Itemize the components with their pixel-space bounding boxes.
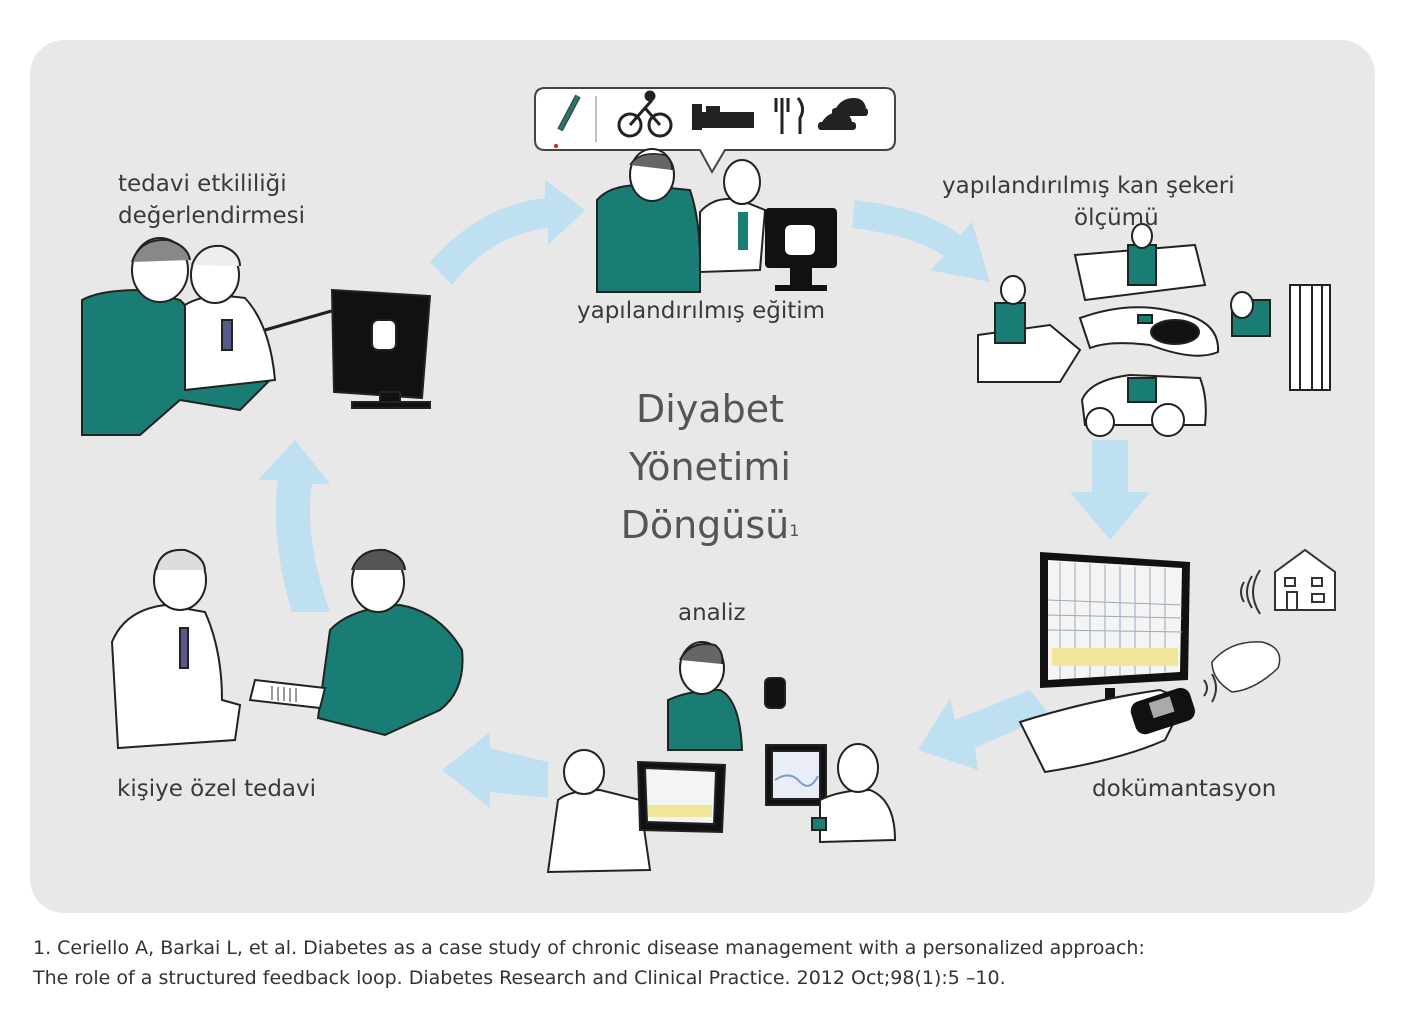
reference-line-2: The role of a structured feedback loop. … — [33, 967, 1006, 989]
arrow-documentation-to-analysis — [918, 690, 1050, 770]
bed-icon — [692, 104, 754, 130]
label-documentation: dokümantasyon — [1092, 776, 1277, 802]
pen-icon — [554, 94, 581, 148]
arrow-measurement-to-documentation — [1070, 440, 1150, 540]
reference-line-1: 1. Ceriello A, Barkai L, et al. Diabetes… — [33, 937, 1145, 959]
cars-icon — [818, 98, 868, 130]
documentation-illustration — [1018, 548, 1336, 774]
analysis-illustration — [546, 641, 897, 874]
title-line-1: Diyabet — [636, 387, 784, 431]
education-illustration — [596, 148, 837, 293]
cutlery-icon — [774, 97, 805, 134]
arrow-education-to-measurement — [852, 200, 990, 282]
title-line-3-text: Döngüsü — [620, 503, 790, 547]
measurement-illustration — [977, 223, 1331, 437]
title-line-2: Yönetimi — [629, 445, 791, 489]
label-measurement-line-2: ölçümü — [1074, 205, 1159, 231]
evaluation-illustration — [81, 237, 432, 436]
bicycle-icon — [617, 90, 673, 138]
label-measurement-line-1: yapılandırılmış kan şekeri — [942, 173, 1235, 199]
title-line-3: Döngüsü1 — [560, 496, 860, 554]
label-analysis: analiz — [678, 600, 746, 626]
education-icons-bubble — [534, 87, 896, 175]
treatment-illustration — [110, 548, 464, 750]
house-icon — [1274, 548, 1336, 611]
arrow-treatment-to-evaluation — [258, 440, 330, 612]
label-evaluation-line-2: değerlendirmesi — [118, 203, 306, 229]
label-evaluation-line-1: tedavi etkililiği — [118, 171, 287, 197]
label-personalized-treatment: kişiye özel tedavi — [117, 776, 317, 802]
reference-note: 1. Ceriello A, Barkai L, et al. Diabetes… — [33, 933, 1145, 993]
diagram-title: Diyabet Yönetimi Döngüsü1 — [560, 380, 860, 554]
cycle-arrows — [258, 180, 1150, 808]
label-structured-education: yapılandırılmış eğitim — [577, 298, 826, 324]
arrow-evaluation-to-education — [430, 180, 585, 285]
arrow-analysis-to-treatment — [442, 732, 548, 808]
title-footnote-marker: 1 — [789, 521, 800, 540]
